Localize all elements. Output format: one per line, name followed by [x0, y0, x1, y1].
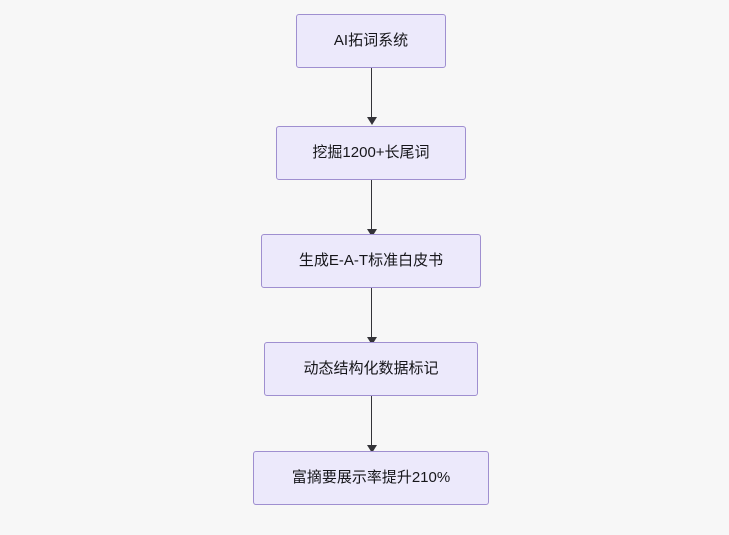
flow-node-label: 生成E-A-T标准白皮书 [298, 252, 444, 269]
flow-node-dynamic-structured-data[interactable]: 动态结构化数据标记 [264, 342, 478, 396]
flow-node-ai-keyword-system[interactable]: AI拓词系统 [296, 14, 446, 68]
flow-node-generate-eat-whitepaper[interactable]: 生成E-A-T标准白皮书 [261, 234, 481, 288]
flow-node-label: 挖掘1200+长尾词 [312, 144, 430, 161]
flow-node-rich-snippet-uplift[interactable]: 富摘要展示率提升210% [253, 451, 489, 505]
flow-node-label: AI拓词系统 [333, 32, 409, 49]
flow-node-label: 动态结构化数据标记 [303, 360, 439, 377]
flow-node-mine-longtail-keywords[interactable]: 挖掘1200+长尾词 [276, 126, 466, 180]
flow-node-label: 富摘要展示率提升210% [291, 469, 451, 486]
